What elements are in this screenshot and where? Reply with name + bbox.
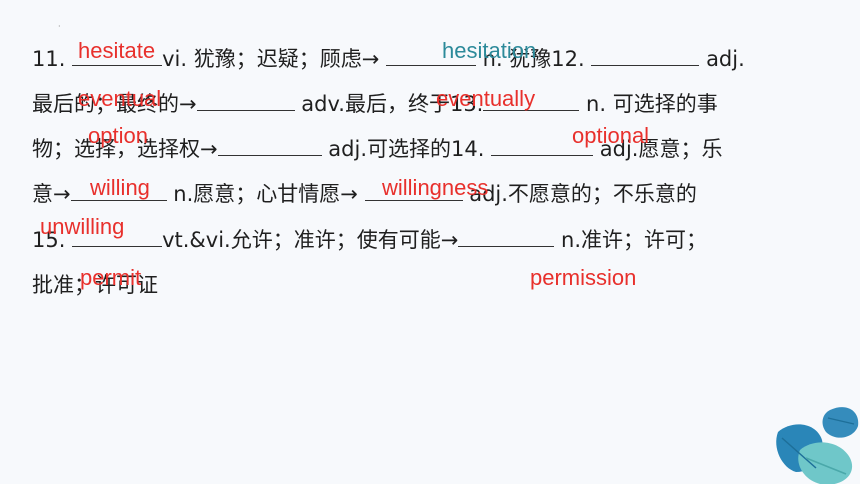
line5-part-a: 15. [32, 228, 73, 252]
answer-permit: permit [80, 265, 142, 290]
answer-eventually: eventually [436, 86, 536, 111]
answer-willing: willing [90, 175, 150, 200]
line6-part-a: 批准；许可证 [32, 273, 158, 297]
header-dot: · [58, 22, 61, 31]
line2-part-c: n. 可选择的事 [579, 92, 718, 116]
text-line-6: 批准；许可证 [32, 271, 158, 299]
answer-hesitation: hesitation [442, 38, 537, 63]
blank-12 [591, 45, 700, 66]
blank-14b [70, 180, 167, 201]
line2-part-a: 最后的；最终的→ [32, 92, 197, 116]
answer-unwilling: unwilling [40, 214, 125, 239]
answer-willingness: willingness [382, 175, 489, 200]
text-line-2: 最后的；最终的→ adv.最后，终于13. n. 可选择的事 [32, 90, 718, 118]
blank-13 [483, 90, 580, 111]
answer-eventual: eventual [78, 86, 162, 111]
decorative-leaves-icon [776, 407, 859, 484]
line5-part-b: vt.&vi.允许；准许；使有可能→ [162, 228, 459, 252]
line3-part-b: adj.可选择的14. [321, 137, 492, 161]
line2-part-b: adv.最后，终于13. [294, 92, 484, 116]
line4-part-b: n.愿意；心甘情愿→ [166, 182, 365, 206]
line3-part-c: adj.愿意；乐 [593, 137, 723, 161]
blank-14c [364, 180, 463, 201]
text-line-5: 15. vt.&vi.允许；准许；使有可能→ n.准许；许可； [32, 226, 707, 254]
answer-permission: permission [530, 265, 637, 290]
line1-part-a: 11. [32, 47, 73, 71]
line5-part-c: n.准许；许可； [554, 228, 707, 252]
line1-part-d: adj. [699, 47, 745, 71]
text-line-4: 意→ n.愿意；心甘情愿→ adj.不愿意的；不乐意的 [32, 180, 697, 208]
text-line-1: 11. vi. 犹豫；迟疑；顾虑→ n. 犹豫12. adj. [32, 45, 745, 73]
blank-12b [196, 90, 295, 111]
blank-15b [458, 226, 555, 247]
blank-15a [72, 226, 163, 247]
answer-option: option [88, 123, 148, 148]
blank-13b [217, 135, 322, 156]
line4-part-a: 意→ [32, 182, 71, 206]
answer-hesitate: hesitate [78, 38, 156, 63]
blank-14 [491, 135, 594, 156]
line3-part-a: 物；选择，选择权→ [32, 137, 218, 161]
blank-11b [385, 45, 476, 66]
text-line-3: 物；选择，选择权→ adj.可选择的14. adj.愿意；乐 [32, 135, 722, 163]
line4-part-c: adj.不愿意的；不乐意的 [462, 182, 697, 206]
answer-optional: optional [572, 123, 650, 148]
blank-11a [72, 45, 163, 66]
line1-part-b: vi. 犹豫；迟疑；顾虑→ [162, 47, 386, 71]
line1-part-c: n. 犹豫12. [475, 47, 592, 71]
